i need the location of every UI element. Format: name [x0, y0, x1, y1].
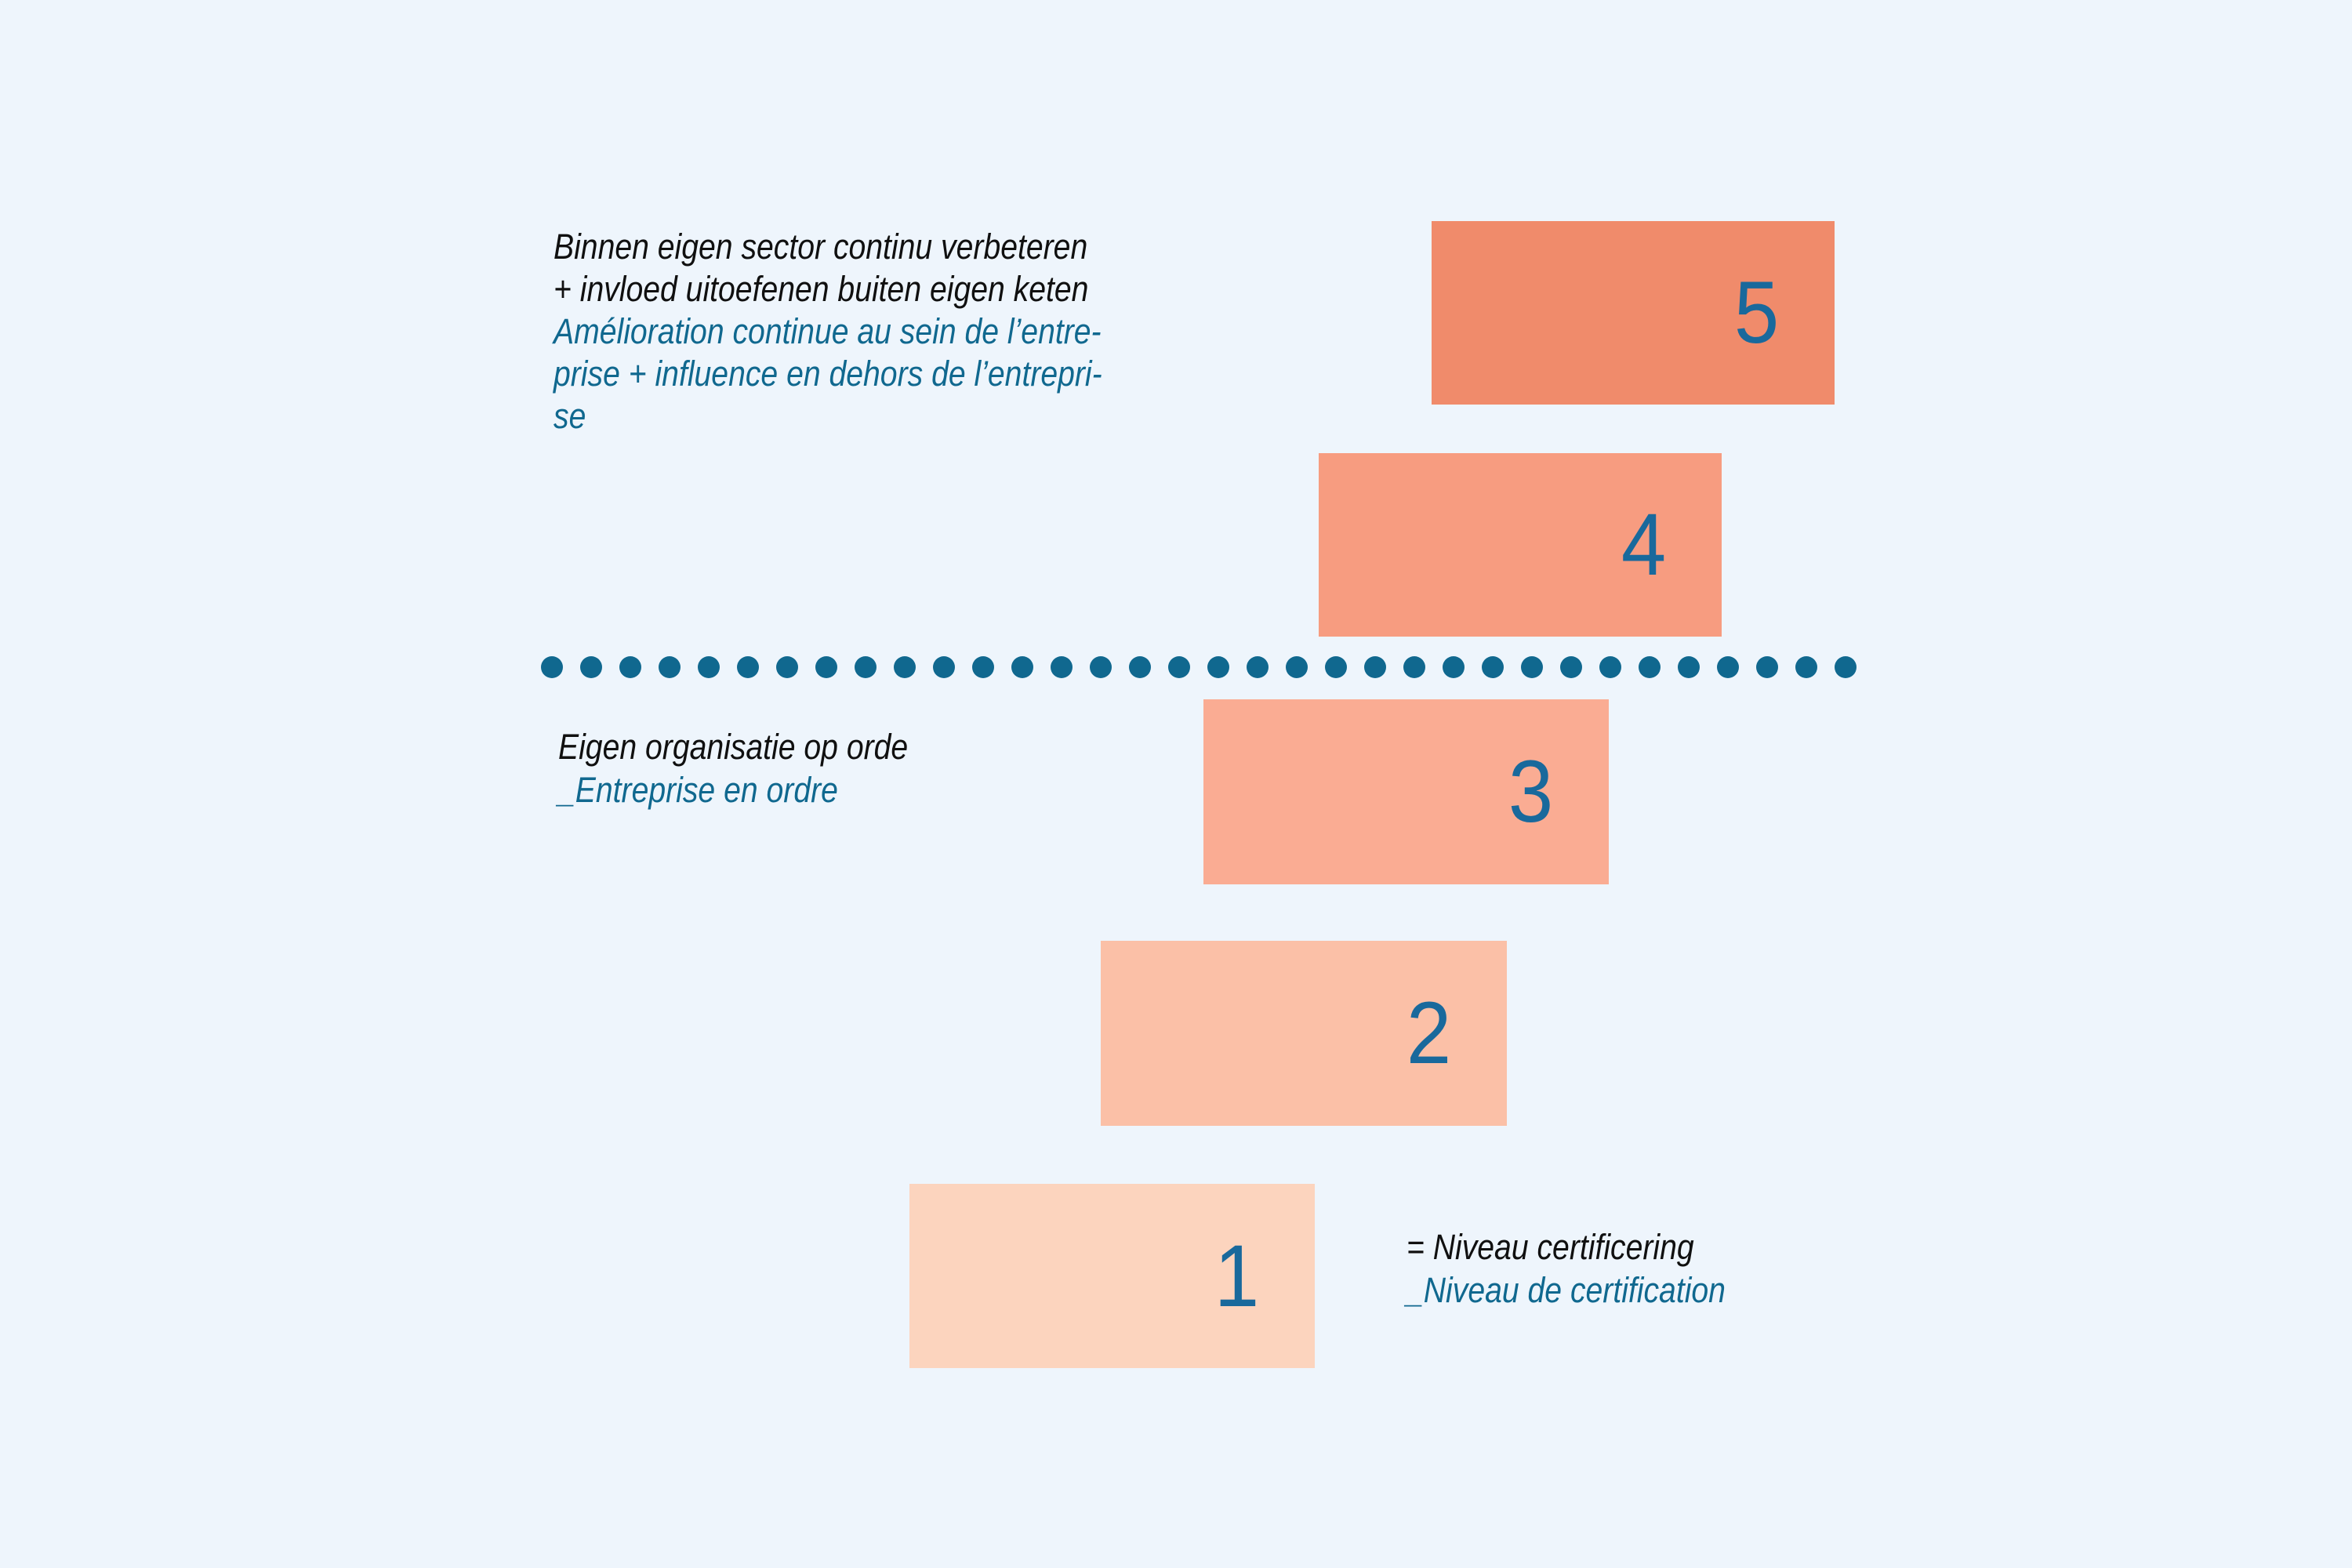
divider-dot: [1639, 656, 1661, 678]
divider-dot: [1795, 656, 1817, 678]
divider-dot: [1168, 656, 1190, 678]
bar-label-1: 1: [1214, 1226, 1259, 1325]
divider-dot: [737, 656, 759, 678]
label-upper-nl-line-2: + invloed uitoefenen buiten eigen keten: [554, 269, 1089, 309]
divider-dot: [894, 656, 916, 678]
bar-label-5: 5: [1733, 263, 1779, 361]
bar-level-5: 5: [1432, 221, 1835, 405]
divider-dot: [1247, 656, 1269, 678]
divider-dot: [1207, 656, 1229, 678]
divider-dot: [1835, 656, 1857, 678]
label-upper-fr-line-2: prise + influence en dehors de l’entrepr…: [554, 354, 1102, 394]
label-upper-fr-line-1: Amélioration continue au sein de l’entre…: [554, 311, 1102, 351]
label-lower-fr-line-1: _Entreprise en ordre: [558, 770, 838, 810]
divider-dot: [972, 656, 994, 678]
divider-dot: [1756, 656, 1778, 678]
divider-dot: [776, 656, 798, 678]
bar-label-3: 3: [1508, 742, 1553, 840]
divider-dot: [1482, 656, 1504, 678]
label-upper-levels: Binnen eigen sector continu verbeteren +…: [554, 229, 1385, 441]
divider-dot: [1717, 656, 1739, 678]
bar-label-4: 4: [1621, 495, 1666, 593]
divider-dot: [1678, 656, 1700, 678]
label-upper-fr-line-3: se: [554, 396, 586, 436]
legend-certification: = Niveau certificering _Niveau de certif…: [1406, 1229, 1908, 1316]
divider-dot: [1364, 656, 1386, 678]
divider-dot: [1011, 656, 1033, 678]
divider-dot: [1286, 656, 1308, 678]
label-lower-nl-line-1: Eigen organisatie op orde: [558, 727, 909, 767]
divider-dot: [1129, 656, 1151, 678]
bar-level-4: 4: [1319, 453, 1722, 637]
divider-dot: [1403, 656, 1425, 678]
divider-dot: [1599, 656, 1621, 678]
legend-fr-line-1: _Niveau de certification: [1406, 1270, 1726, 1310]
divider-dot: [659, 656, 681, 678]
bar-label-2: 2: [1406, 984, 1451, 1082]
divider-dot: [541, 656, 563, 678]
divider-dot: [580, 656, 602, 678]
label-lower-levels: Eigen organisatie op orde _Entreprise en…: [558, 729, 1154, 815]
divider-dot: [815, 656, 837, 678]
divider-dot: [698, 656, 720, 678]
divider-dot: [1325, 656, 1347, 678]
bar-level-3: 3: [1203, 699, 1609, 884]
divider-dot: [1560, 656, 1582, 678]
divider-dot: [1090, 656, 1112, 678]
divider-dot: [855, 656, 877, 678]
divider-dot: [1521, 656, 1543, 678]
bar-level-2: 2: [1101, 941, 1507, 1126]
legend-nl-line-1: = Niveau certificering: [1406, 1227, 1694, 1267]
dotted-divider: [541, 655, 1866, 679]
divider-dot: [1051, 656, 1073, 678]
divider-dot: [619, 656, 641, 678]
divider-dot: [1443, 656, 1465, 678]
label-upper-nl-line-1: Binnen eigen sector continu verbeteren: [554, 227, 1088, 267]
bar-level-1: 1: [909, 1184, 1315, 1368]
divider-dot: [933, 656, 955, 678]
